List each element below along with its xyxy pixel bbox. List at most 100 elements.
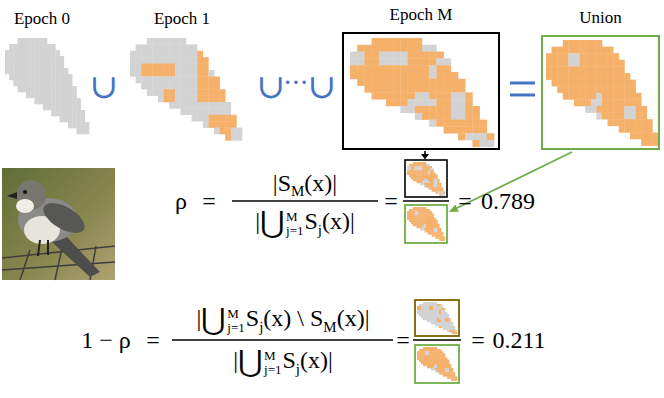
- mask-cell: [447, 374, 449, 376]
- mask-cell: [424, 226, 426, 228]
- mask-cell: [652, 139, 658, 146]
- mask-cell: [447, 370, 449, 372]
- mask-cell: [444, 79, 452, 86]
- mask-cell: [585, 47, 591, 54]
- mask-cell: [443, 362, 445, 364]
- sup-index: M: [264, 349, 281, 363]
- epoch-label: Epoch 1: [154, 10, 210, 27]
- mask-cell: [619, 119, 625, 126]
- mask-cell: [22, 62, 27, 68]
- mask-cell: [18, 56, 23, 62]
- mask-cell: [30, 86, 35, 92]
- mask-cell: [437, 355, 439, 357]
- mask-cell: [425, 362, 427, 364]
- mask-cell: [431, 364, 433, 366]
- mask-cell: [585, 93, 591, 100]
- mask-cell: [439, 353, 441, 355]
- mask-cell: [437, 320, 439, 322]
- mask-cell: [208, 115, 214, 122]
- mask-cell: [418, 209, 420, 211]
- mask-cell: [34, 98, 39, 104]
- mask-cell: [164, 83, 170, 90]
- mask-cell: [64, 98, 69, 104]
- mask-cell: [447, 362, 449, 364]
- mask-cell: [585, 60, 591, 67]
- mask-cell: [437, 187, 439, 189]
- mask-cell: [415, 45, 423, 52]
- mask-cell: [39, 68, 44, 74]
- mask-cell: [427, 304, 429, 306]
- mask-cell: [422, 220, 424, 222]
- mask-cell: [428, 177, 430, 179]
- mask-cell: [424, 170, 426, 172]
- mask-cell: [443, 310, 445, 312]
- mask-cell: [415, 164, 417, 166]
- mask-cell: [420, 168, 422, 170]
- mask-cell: [608, 53, 614, 60]
- mask-cell: [445, 366, 447, 368]
- mask-cell: [379, 92, 387, 99]
- mask-cell: [444, 113, 452, 120]
- mask-cell: [435, 358, 437, 360]
- mask-cell: [428, 220, 430, 222]
- mask-cell: [437, 234, 439, 236]
- mask-cell: [449, 324, 451, 326]
- mask-cell: [458, 86, 466, 93]
- mask-cell: [415, 99, 423, 106]
- math-text: S: [304, 208, 317, 234]
- mask-cell: [393, 86, 401, 93]
- mask-cell: [39, 92, 44, 98]
- mask-cell: [428, 222, 430, 224]
- mask-cell: [422, 72, 430, 79]
- mask-cell: [417, 166, 419, 168]
- mask-cell: [409, 220, 411, 222]
- mask-cell: [422, 177, 424, 179]
- mask-cell: [18, 44, 23, 50]
- mask-cell: [417, 306, 419, 308]
- mask-cell: [429, 86, 437, 93]
- mask-cell: [480, 140, 488, 147]
- mask-cell: [451, 370, 453, 372]
- mask-cell: [85, 122, 90, 128]
- mask-cell: [436, 52, 444, 59]
- mask-cell: [55, 92, 60, 98]
- mask-cell: [443, 191, 445, 193]
- mask-cell: [429, 310, 431, 312]
- mask-cell: [175, 44, 181, 51]
- mask-cell: [591, 80, 597, 87]
- mask-cell: [443, 316, 445, 318]
- mask-cell: [423, 310, 425, 312]
- mask-cell: [441, 366, 443, 368]
- mask-cell: [220, 102, 226, 109]
- mask-cell: [435, 324, 437, 326]
- mask-cell: [430, 230, 432, 232]
- mask-cell: [203, 57, 209, 64]
- mask-cell: [417, 353, 419, 355]
- mask-cell: [39, 98, 44, 104]
- mask-cell: [417, 312, 419, 314]
- mask-cell: [68, 104, 73, 110]
- mask-cell: [408, 52, 416, 59]
- mask-cell: [624, 99, 630, 106]
- mask-cell: [437, 230, 439, 232]
- mask-cell: [55, 68, 60, 74]
- mask-cell: [447, 364, 449, 366]
- mask-cell: [574, 66, 580, 73]
- mask-cell: [439, 304, 441, 306]
- mask-cell: [415, 209, 417, 211]
- mask-cell: [472, 106, 480, 113]
- mask-cell: [432, 218, 434, 220]
- mask-cell: [430, 226, 432, 228]
- mask-cell: [608, 113, 614, 120]
- mask-cell: [420, 220, 422, 222]
- math-symbol: =: [202, 189, 216, 213]
- epoch-frame: Epoch M: [342, 32, 500, 150]
- mask-cell: [372, 65, 380, 72]
- mask-cell: [76, 110, 81, 116]
- math-text: (x) \ S: [263, 305, 323, 331]
- mask-cell: [619, 99, 625, 106]
- mask-cell: [64, 80, 69, 86]
- mask-cell: [449, 368, 451, 370]
- mask-cell: [430, 232, 432, 234]
